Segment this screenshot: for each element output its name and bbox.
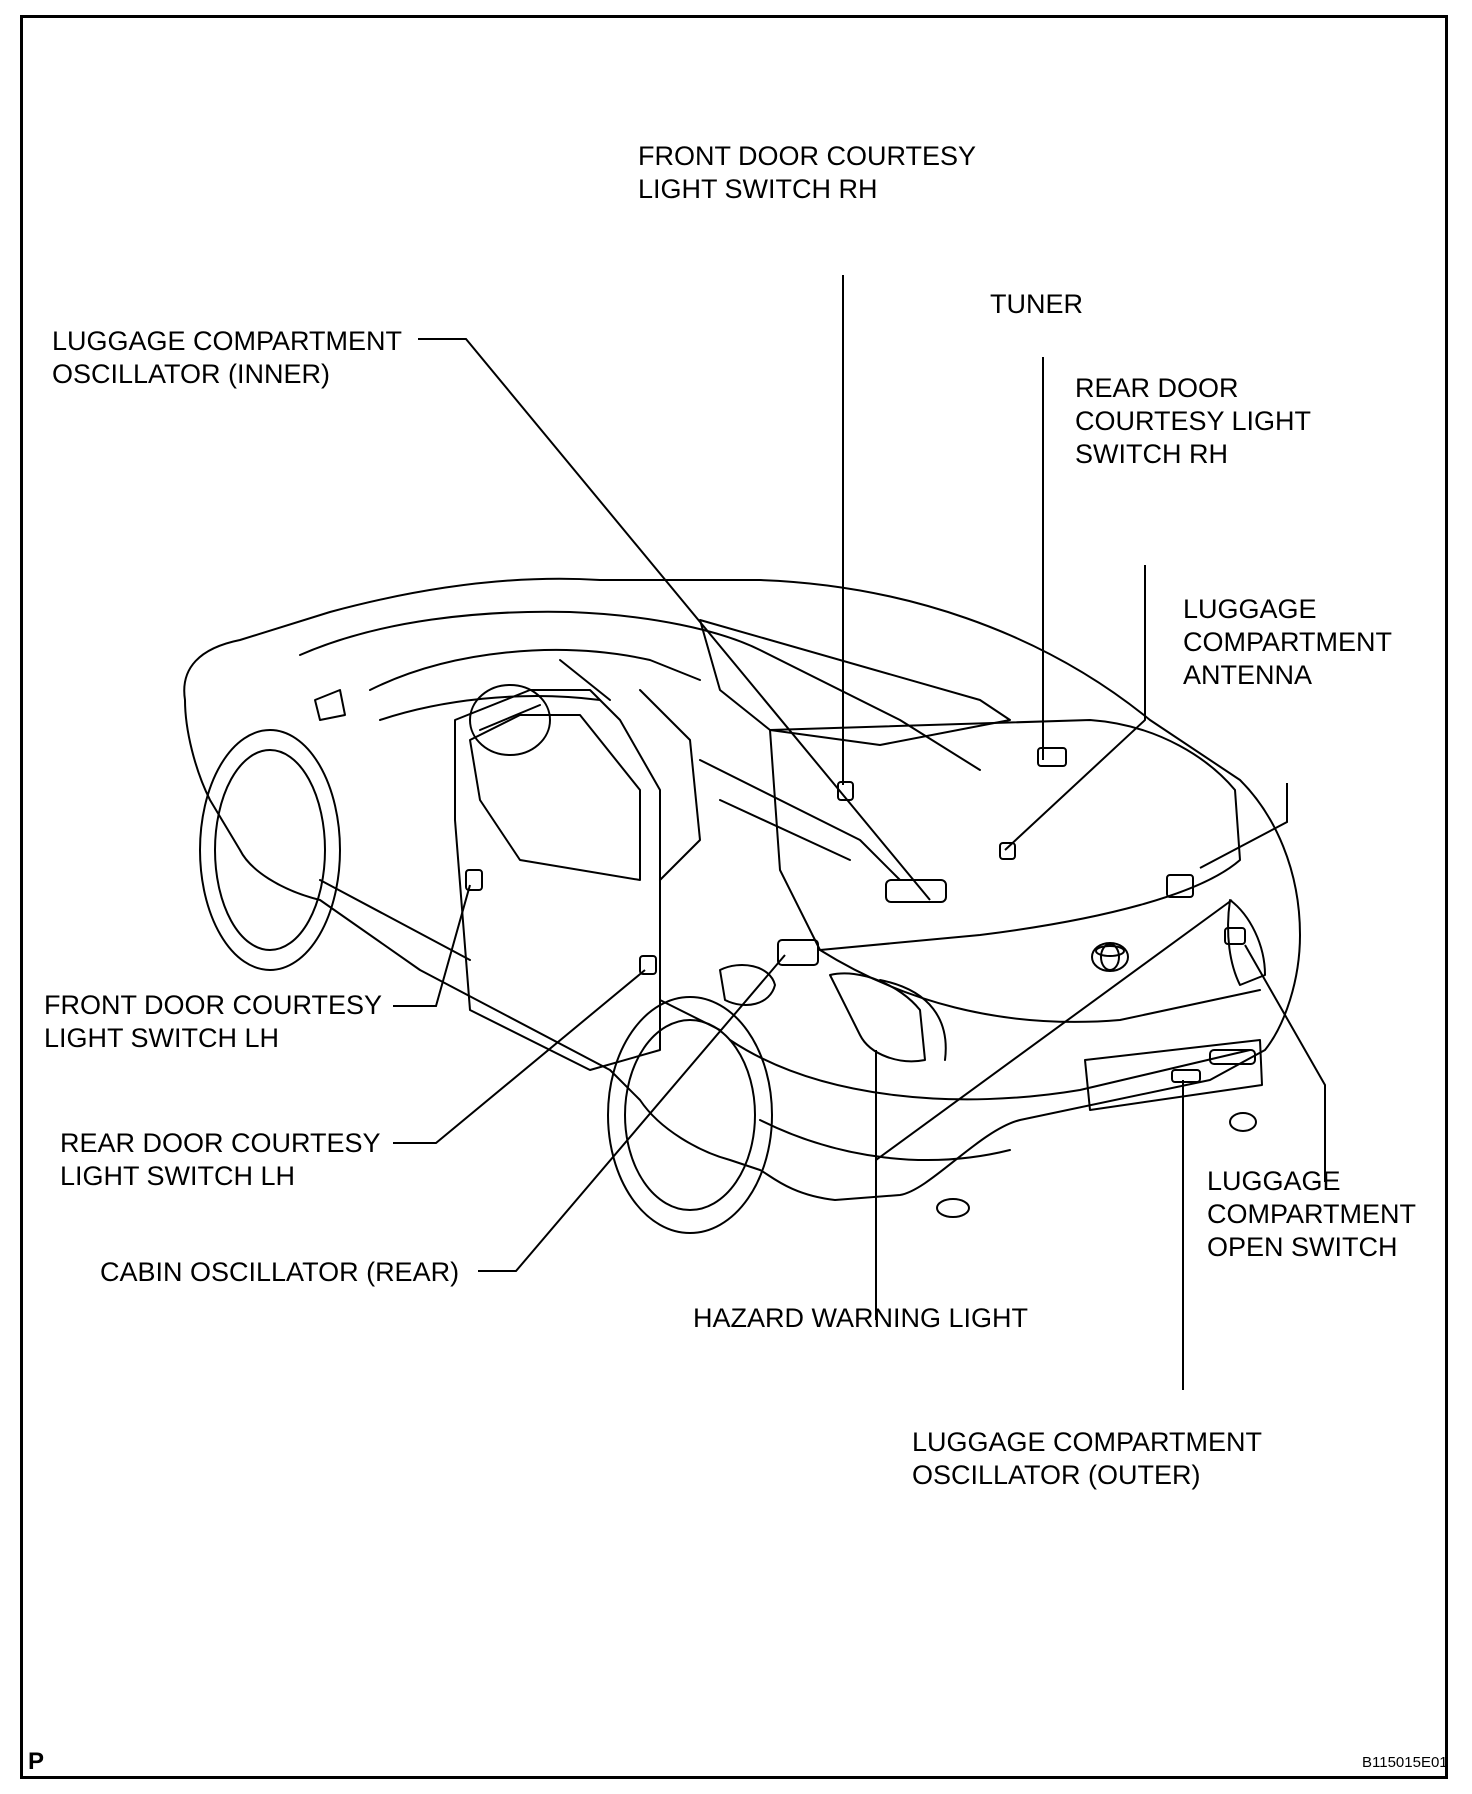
- label-rear-door-courtesy-light-switch-lh: REAR DOOR COURTESY LIGHT SWITCH LH: [60, 1128, 381, 1191]
- label-luggage-compartment-oscillator-outer: LUGGAGE COMPARTMENT OSCILLATOR (OUTER): [912, 1427, 1263, 1490]
- label-rear-door-courtesy-light-switch-rh: REAR DOOR COURTESY LIGHT SWITCH RH: [1075, 373, 1312, 469]
- label-luggage-compartment-antenna: LUGGAGE COMPARTMENT ANTENNA: [1183, 594, 1392, 690]
- leader-lines: [393, 275, 1326, 1390]
- label-front-door-courtesy-light-switch-rh: FRONT DOOR COURTESY LIGHT SWITCH RH: [638, 141, 977, 204]
- components: [465, 747, 1256, 1083]
- corner-mark: P: [28, 1748, 45, 1775]
- label-hazard-warning-light: HAZARD WARNING LIGHT: [693, 1303, 1029, 1333]
- label-luggage-compartment-open-switch: LUGGAGE COMPARTMENT OPEN SWITCH: [1207, 1166, 1416, 1262]
- label-front-door-courtesy-light-switch-lh: FRONT DOOR COURTESY LIGHT SWITCH LH: [44, 990, 383, 1053]
- figure-code: B115015E01: [1362, 1754, 1448, 1771]
- label-cabin-oscillator-rear: CABIN OSCILLATOR (REAR): [100, 1257, 460, 1287]
- label-luggage-compartment-oscillator-inner: LUGGAGE COMPARTMENT OSCILLATOR (INNER): [52, 326, 403, 389]
- diagram-frame: [20, 15, 1448, 1779]
- car-outline: [183, 577, 1301, 1234]
- label-tuner: TUNER: [990, 289, 1083, 319]
